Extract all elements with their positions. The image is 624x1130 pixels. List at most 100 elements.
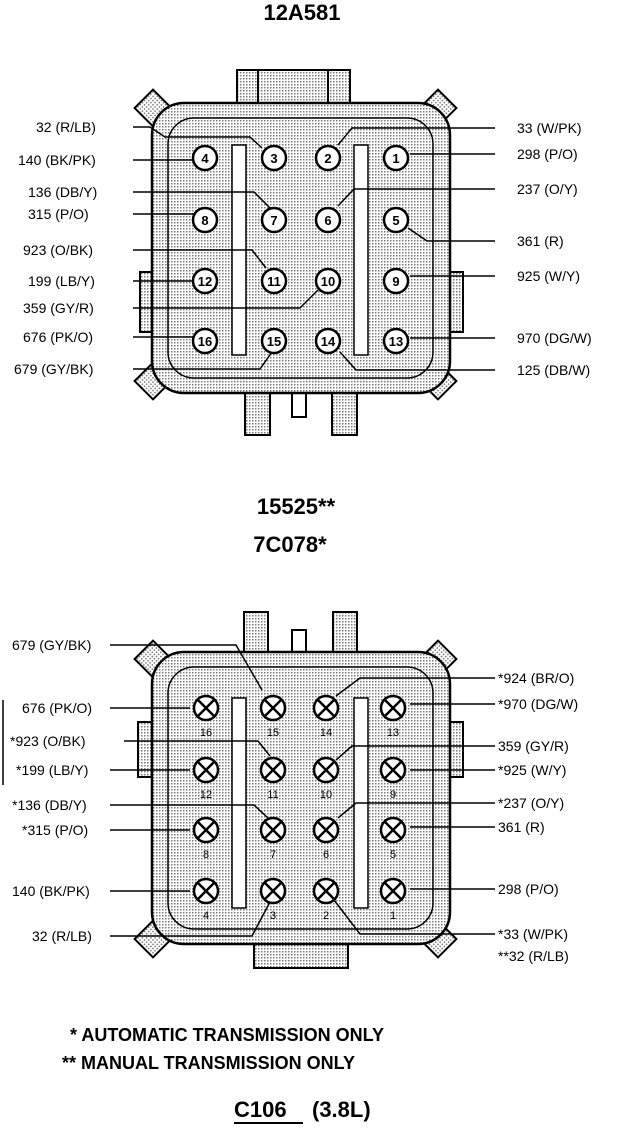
pin-number: 12 xyxy=(198,274,212,289)
pin-socket xyxy=(382,267,410,295)
pin: 14 xyxy=(314,327,342,355)
top-right-label: 925 (W/Y) xyxy=(517,268,580,284)
pin-socket xyxy=(260,267,288,295)
pin-number: 4 xyxy=(203,910,209,922)
bottom-connector-wires xyxy=(110,644,495,937)
pin-number: 7 xyxy=(270,213,277,228)
pin: 13 xyxy=(382,327,410,355)
pin: 3 xyxy=(260,144,288,172)
bottom-left-label: *136 (DB/Y) xyxy=(12,797,87,813)
pin-number: 16 xyxy=(200,727,212,739)
pin: 11 xyxy=(259,756,287,801)
pin-socket xyxy=(260,206,288,234)
pin-cross-icon xyxy=(317,699,335,717)
pin-cross-icon xyxy=(384,699,402,717)
pin-number: 10 xyxy=(320,789,332,801)
pin-socket xyxy=(191,267,219,295)
pin-cross-icon xyxy=(384,882,402,900)
pin: 7 xyxy=(260,206,288,234)
pin-socket xyxy=(382,206,410,234)
pin-number: 15 xyxy=(267,727,279,739)
pin-cross-icon xyxy=(264,821,282,839)
pin-cross-icon xyxy=(197,699,215,717)
pin: 5 xyxy=(379,816,407,861)
pin-number: 7 xyxy=(270,849,276,861)
caption-engine: (3.8L) xyxy=(312,1097,371,1122)
bottom-right-label: **32 (R/LB) xyxy=(498,948,569,964)
pin-number: 6 xyxy=(324,213,331,228)
pin-number: 9 xyxy=(390,789,396,801)
top-left-label: 199 (LB/Y) xyxy=(28,273,95,289)
pin: 15 xyxy=(260,327,288,355)
pin: 1 xyxy=(382,144,410,172)
pin-cross-icon xyxy=(197,821,215,839)
pin-number: 11 xyxy=(267,789,278,801)
pin-socket xyxy=(382,327,410,355)
pin-number: 9 xyxy=(392,274,399,289)
pin-cross-icon xyxy=(384,761,402,779)
pin-socket xyxy=(191,206,219,234)
bottom-right-label: 361 (R) xyxy=(498,819,545,835)
pin: 1 xyxy=(379,877,407,922)
pin-socket xyxy=(260,144,288,172)
bottom-connector-title-line2: 7C078* xyxy=(253,532,327,557)
bottom-right-label: *237 (O/Y) xyxy=(498,795,564,811)
pin-number: 13 xyxy=(389,334,403,349)
pin-socket xyxy=(314,206,342,234)
pin: 4 xyxy=(192,877,220,922)
pin-cross-icon xyxy=(264,699,282,717)
pin: 3 xyxy=(259,877,287,922)
pin-cross-icon xyxy=(264,882,282,900)
bottom-right-label: 359 (GY/R) xyxy=(498,738,569,754)
pin-cross-icon xyxy=(384,821,402,839)
pin-socket xyxy=(382,144,410,172)
pin: 10 xyxy=(312,756,340,801)
bottom-left-labels: 679 (GY/BK) 676 (PK/O) *923 (O/BK) *199 … xyxy=(10,637,92,944)
pin-socket xyxy=(314,144,342,172)
pin: 8 xyxy=(191,206,219,234)
pin-cross-icon xyxy=(317,882,335,900)
pin-number: 15 xyxy=(267,334,281,349)
pin: 4 xyxy=(191,144,219,172)
top-right-labels: 33 (W/PK) 298 (P/O) 237 (O/Y) 361 (R) 92… xyxy=(517,120,592,378)
pin-number: 12 xyxy=(200,789,212,801)
pin-number: 11 xyxy=(267,274,281,289)
top-right-label: 298 (P/O) xyxy=(517,146,578,162)
pin-number: 14 xyxy=(320,727,332,739)
pin: 5 xyxy=(382,206,410,234)
pin-socket xyxy=(314,267,342,295)
pin: 16 xyxy=(191,327,219,355)
top-left-label: 676 (PK/O) xyxy=(23,329,93,345)
pin: 6 xyxy=(312,816,340,861)
note-manual: ** MANUAL TRANSMISSION ONLY xyxy=(62,1053,355,1073)
pin-number: 1 xyxy=(392,151,399,166)
top-right-label: 237 (O/Y) xyxy=(517,181,578,197)
top-right-label: 970 (DG/W) xyxy=(517,330,592,346)
top-left-label: 140 (BK/PK) xyxy=(18,152,96,168)
pin-number: 5 xyxy=(392,213,399,228)
pin-number: 5 xyxy=(390,849,396,861)
pin-socket xyxy=(314,327,342,355)
pin-number: 4 xyxy=(201,151,209,166)
pin-number: 8 xyxy=(201,213,208,228)
top-left-labels: 32 (R/LB) 140 (BK/PK) 136 (DB/Y) 315 (P/… xyxy=(14,119,97,377)
pin-number: 8 xyxy=(203,849,209,861)
pin-socket xyxy=(260,327,288,355)
pin-number: 16 xyxy=(198,334,212,349)
pin-socket xyxy=(191,327,219,355)
bottom-left-label: 140 (BK/PK) xyxy=(12,883,90,899)
pin: 14 xyxy=(312,694,340,739)
pin: 7 xyxy=(259,816,287,861)
pin: 6 xyxy=(314,206,342,234)
pin-number: 14 xyxy=(321,334,336,349)
pin: 12 xyxy=(192,756,220,801)
pin: 2 xyxy=(312,877,340,922)
top-right-label: 33 (W/PK) xyxy=(517,120,582,136)
bottom-right-label: *33 (W/PK) xyxy=(498,926,568,942)
bottom-right-label: *924 (BR/O) xyxy=(498,670,574,686)
bottom-left-label: *199 (LB/Y) xyxy=(16,762,88,778)
bottom-right-label: *925 (W/Y) xyxy=(498,762,566,778)
